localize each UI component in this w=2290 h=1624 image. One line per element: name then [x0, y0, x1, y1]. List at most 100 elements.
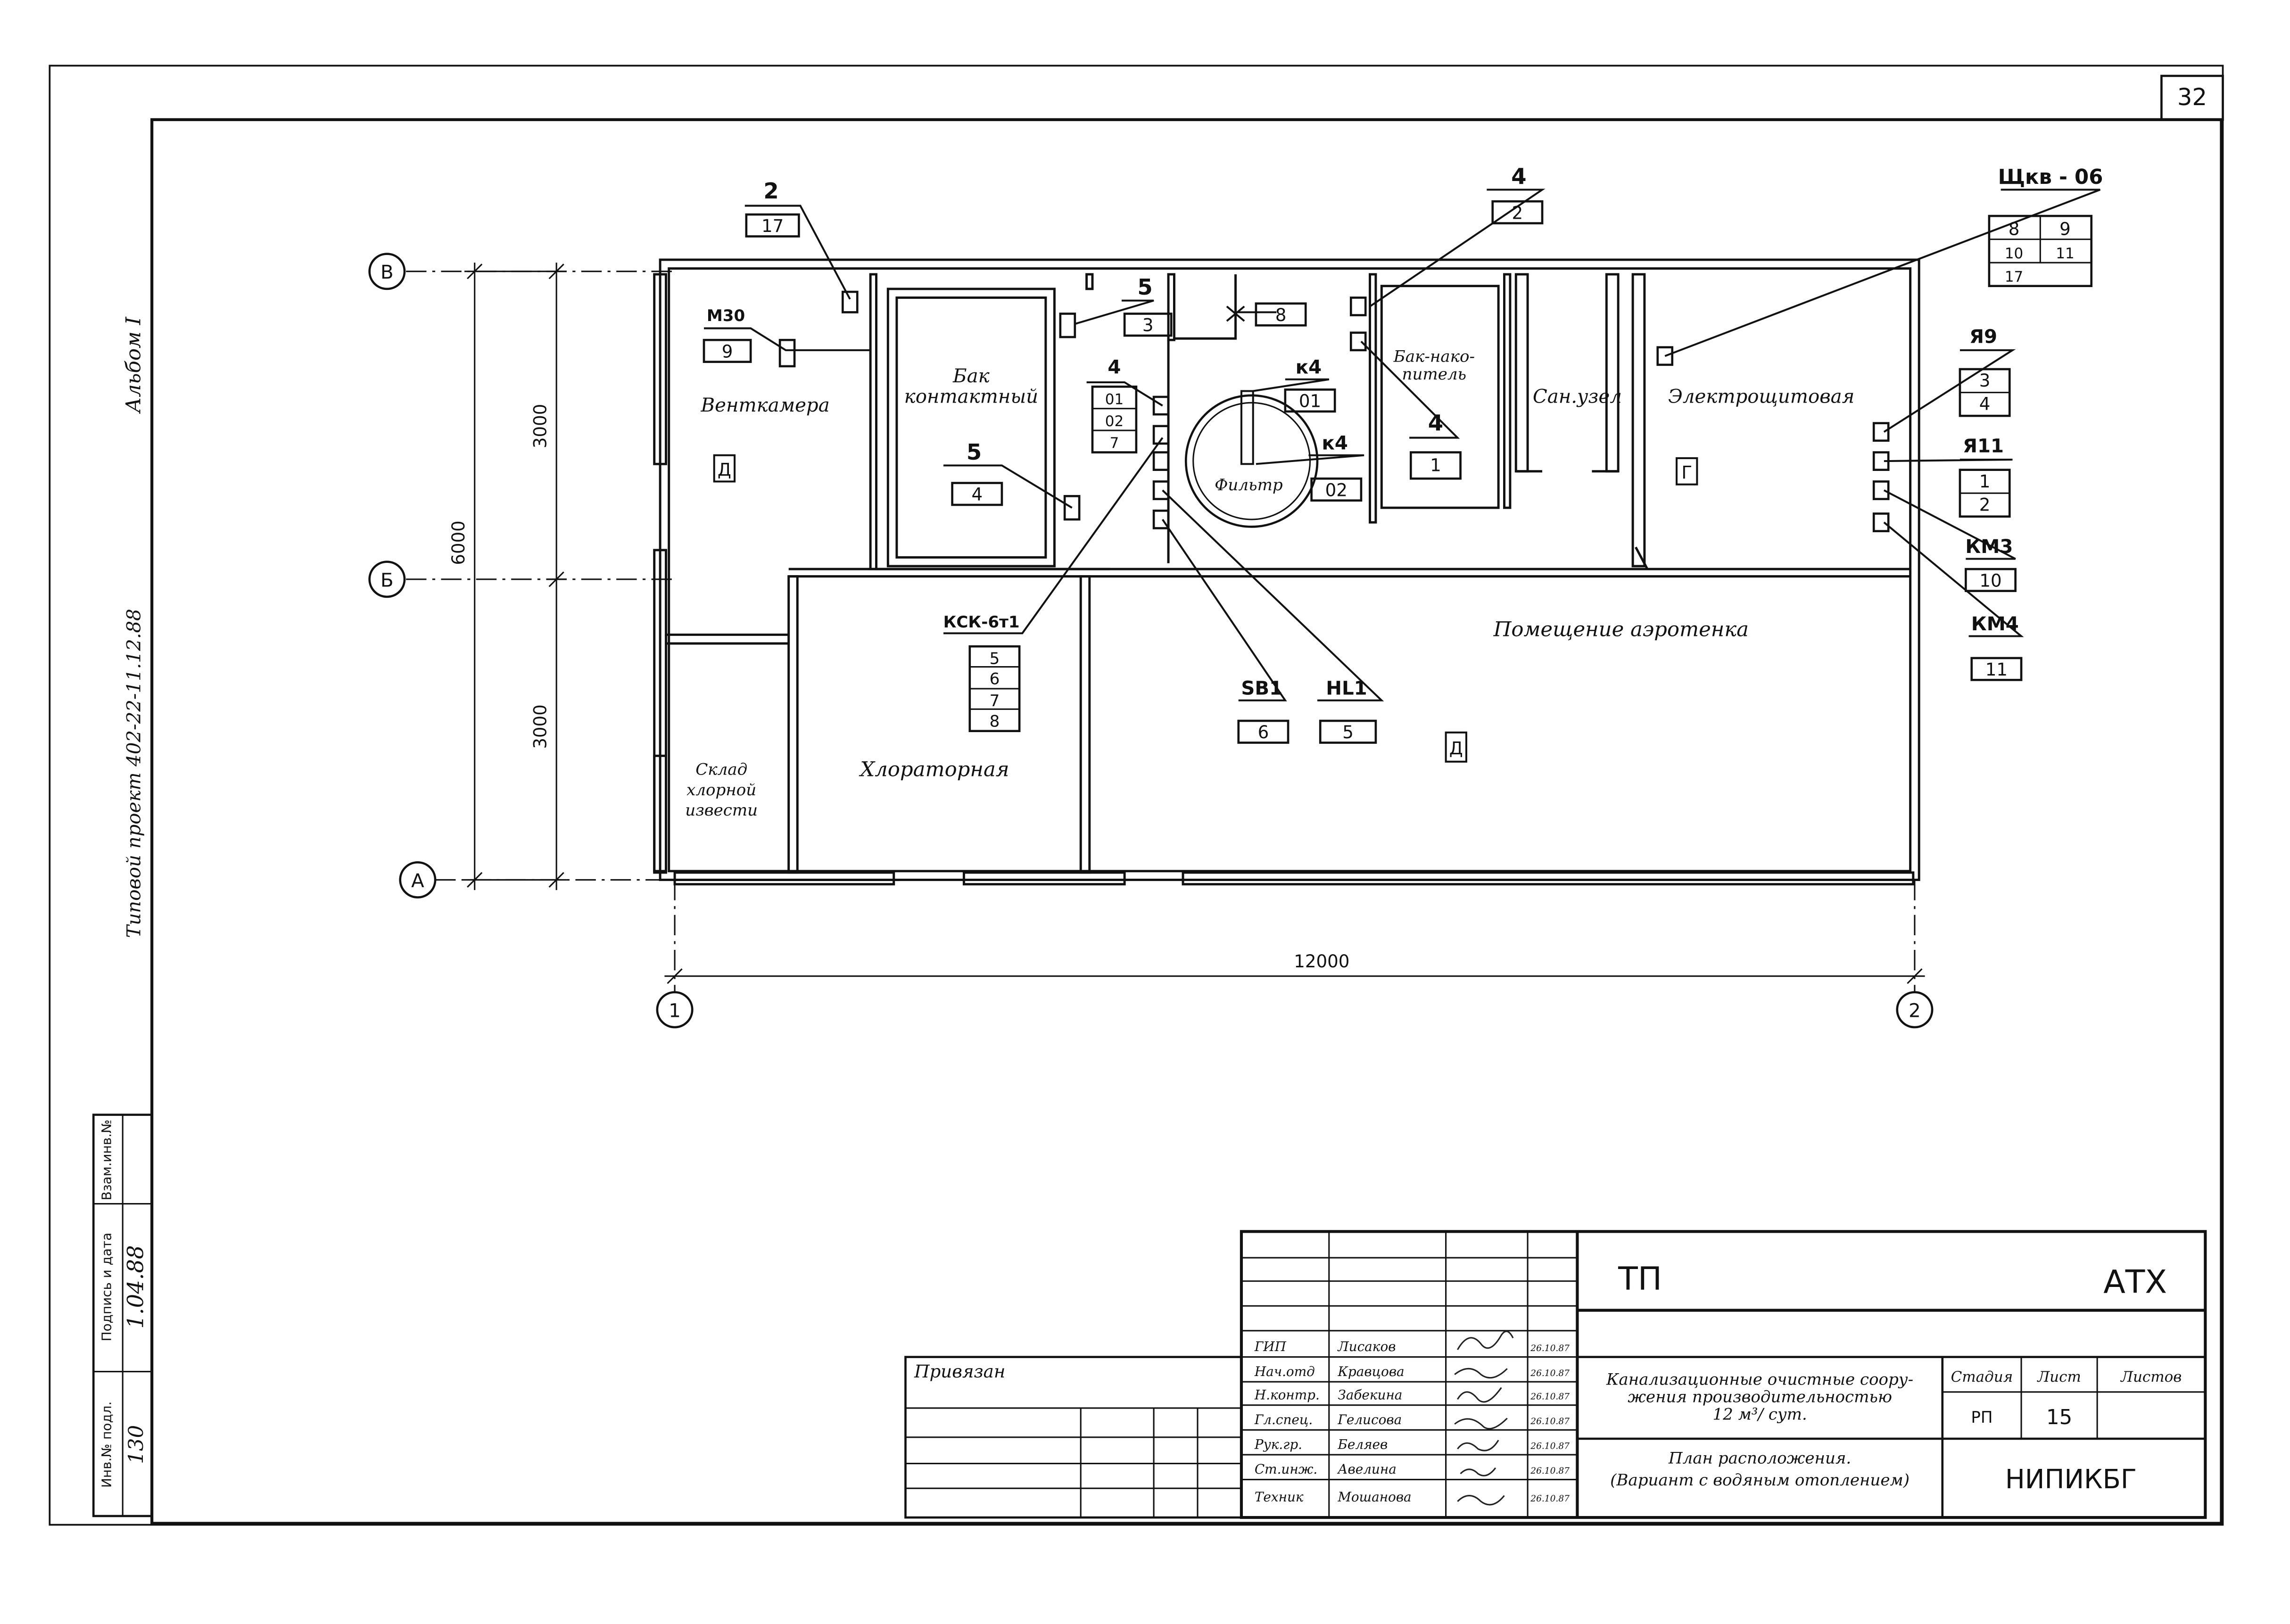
- project-note: Типовой проект 402-22-11.12.88: [123, 609, 145, 938]
- row-1-role: ГИП: [1254, 1339, 1287, 1354]
- callout-shkv-box-1: 8: [2009, 219, 2020, 239]
- stadia-label: Стадия: [1951, 1368, 2013, 1385]
- room-sanuzel: Сан.узел: [1533, 386, 1622, 407]
- room-labels: Венткамера Бак контактный Бак-нако- пите…: [685, 347, 1854, 820]
- room-sklad-3: извести: [685, 801, 758, 820]
- callout-shkv-box-4: 11: [2056, 245, 2074, 262]
- object-line-2: жения производительностью: [1628, 1388, 1892, 1407]
- dim-12000: 12000: [1294, 951, 1349, 972]
- row-4-name: Гелисова: [1337, 1412, 1402, 1427]
- row-6-date: 26.10.87: [1530, 1466, 1570, 1476]
- callout-km4-title: КМ4: [1971, 613, 2019, 635]
- callout-shkv-title: Щкв - 06: [1998, 165, 2103, 189]
- room-bak-kontakt-2: контактный: [904, 386, 1038, 407]
- callout-4c-title: 4: [1428, 410, 1443, 436]
- callout-shkv-box-3: 10: [2005, 245, 2023, 262]
- callout-4a-title: 4: [1108, 356, 1121, 378]
- callout-ya11-box-1: 1: [1979, 471, 1991, 492]
- cat-d-1-frame: [713, 454, 736, 483]
- callout-5a-title: 5: [1137, 274, 1152, 300]
- sign-label: Подпись и дата: [99, 1233, 114, 1342]
- callout-hl1-box: 5: [1342, 722, 1354, 742]
- listov-label: Листов: [2120, 1368, 2182, 1385]
- room-bak-nakop-2: питель: [1402, 365, 1467, 384]
- callout-k4b-box: 02: [1325, 480, 1348, 500]
- callout-k4a-title: к4: [1296, 356, 1322, 378]
- callout-5a-box: 3: [1142, 315, 1154, 336]
- callout-ksk-title: КСК-6т1: [943, 613, 1020, 632]
- axis-b: Б: [380, 569, 394, 591]
- title-block: Привязан ТП АТХ Канализационные очистные…: [904, 1230, 2207, 1519]
- callout-ya9-box-1: 3: [1979, 371, 1991, 391]
- org-name: НИПИКБГ: [2005, 1464, 2137, 1495]
- callout-m30-title: М30: [707, 306, 745, 325]
- callout-5b-title: 5: [967, 439, 982, 465]
- room-ventkamera: Венткамера: [701, 395, 830, 416]
- room-aerotank: Помещение аэротенка: [1493, 618, 1749, 642]
- callout-sb1-title: SB1: [1241, 677, 1282, 699]
- axis-1: 1: [669, 1000, 681, 1022]
- row-2-name: Кравцова: [1337, 1364, 1404, 1379]
- cat-d-2-frame: [1445, 731, 1467, 763]
- axis-2: 2: [1909, 1000, 1921, 1022]
- sign-value: 1.04.88: [123, 1245, 149, 1328]
- row-3-date: 26.10.87: [1530, 1392, 1570, 1401]
- callout-km4-box: 11: [1985, 659, 2008, 680]
- room-bak-kontakt-1: Бак: [952, 365, 990, 387]
- callout-ksk-box-2: 6: [990, 670, 1000, 689]
- callout-k4a-box: 01: [1299, 391, 1321, 412]
- callout-ya9-title: Я9: [1969, 326, 1997, 347]
- room-elektroshchit: Электрощитовая: [1668, 386, 1854, 407]
- room-sklad-2: хлорной: [686, 781, 756, 800]
- callout-4c-box: 1: [1430, 455, 1441, 476]
- callout-k4b-title: к4: [1322, 432, 1348, 454]
- callout-4b-title: 4: [1511, 164, 1526, 189]
- callout-2-title: 2: [763, 178, 778, 204]
- row-2-date: 26.10.87: [1530, 1368, 1570, 1378]
- callout-km3-title: КМ3: [1965, 536, 2013, 558]
- inner-frame: [150, 118, 2223, 1525]
- callout-shkv-box-2: 9: [2059, 219, 2071, 239]
- cat-g-frame: [1676, 457, 1698, 486]
- row-3-name: Забекина: [1338, 1387, 1402, 1402]
- row-2-role: Нач.отд: [1254, 1364, 1315, 1379]
- privyazan-label: Привязан: [914, 1361, 1005, 1382]
- callout-ya9-box-2: 4: [1979, 394, 1991, 414]
- stamp-tp: ТП: [1618, 1261, 1662, 1298]
- row-3-role: Н.контр.: [1254, 1387, 1320, 1402]
- row-6-name: Авелина: [1337, 1461, 1397, 1477]
- list-label: Лист: [2036, 1368, 2081, 1385]
- callout-m30-box: 9: [722, 341, 733, 362]
- callout-5b-box: 4: [971, 485, 983, 505]
- callout-2-box: 17: [761, 216, 784, 236]
- list-value: 15: [2046, 1406, 2072, 1429]
- stamp-atx: АТХ: [2103, 1263, 2167, 1301]
- dim-3000-lower: 3000: [530, 704, 550, 749]
- callout-ya11-box-2: 2: [1979, 495, 1991, 515]
- callout-4a-box-3: 7: [1110, 435, 1119, 452]
- page-number: 32: [2177, 83, 2207, 111]
- sheet-title-2: (Вариант с водяным отоплением): [1610, 1471, 1910, 1490]
- dimension-lines: [464, 263, 1925, 984]
- axis-a: А: [411, 870, 424, 892]
- callout-hl1-title: HL1: [1326, 677, 1367, 699]
- callout-shkv-box-5: 17: [2005, 268, 2023, 285]
- building-walls: [653, 258, 1920, 886]
- row-4-role: Гл.спец.: [1254, 1412, 1313, 1427]
- callout-4a-box-2: 02: [1105, 413, 1124, 430]
- row-7-date: 26.10.87: [1530, 1494, 1570, 1504]
- sheet-title-1: План расположения.: [1668, 1449, 1851, 1468]
- page-number-box: [2160, 74, 2224, 121]
- axis-v: В: [380, 262, 394, 283]
- row-7-name: Мошанова: [1337, 1489, 1411, 1505]
- callout-ksk-box-4: 8: [990, 712, 1000, 731]
- room-bak-nakop-1: Бак-нако-: [1393, 347, 1475, 366]
- callout-ksk-box-1: 5: [990, 649, 1000, 668]
- inv-label: Инв.№ подл.: [99, 1401, 114, 1488]
- row-5-name: Беляев: [1337, 1437, 1388, 1452]
- callouts: 2 17 М30 9 5 3 8 4 01 02 7 5 4 к4 01 к4 …: [703, 164, 2103, 744]
- vzam-label: Взам.инв.№: [99, 1120, 114, 1200]
- dim-6000: 6000: [448, 520, 469, 565]
- row-5-date: 26.10.87: [1530, 1442, 1570, 1451]
